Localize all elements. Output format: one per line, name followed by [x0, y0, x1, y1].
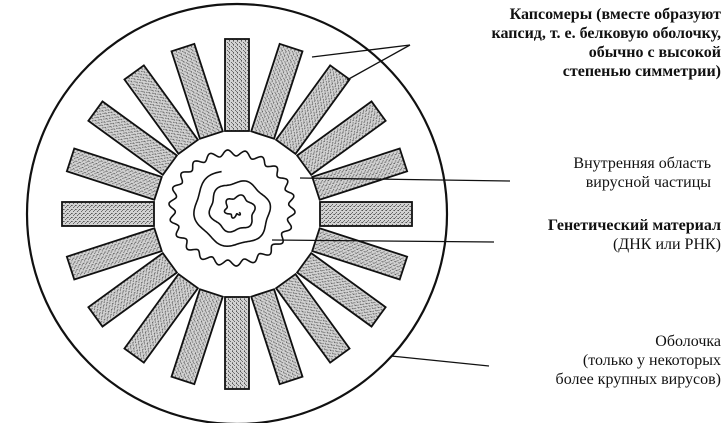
genetic-material-spiral: [193, 170, 272, 248]
capsomere: [319, 201, 413, 227]
envelope-label: Оболочка (только у некоторых более крупн…: [556, 332, 721, 389]
leader-lines: [271, 44, 511, 367]
capsomere: [224, 296, 250, 390]
capsomere: [250, 288, 304, 386]
envelope-circle: [25, 2, 449, 423]
leader-genetic: [271, 239, 495, 243]
capsomere: [61, 201, 155, 227]
capsomeres-label-line-1: Капсомеры (вместе образуют: [509, 6, 721, 23]
envelope-label-line-1: Оболочка: [655, 333, 721, 350]
capsomere: [87, 100, 179, 177]
capsomere: [295, 100, 387, 177]
leader-envelope: [390, 355, 490, 367]
capsomere: [123, 64, 200, 156]
genetic-label: Генетический материал (ДНК или РНК): [548, 216, 721, 254]
interior-boundary: [168, 149, 296, 267]
leader-capsomere-2: [346, 44, 411, 81]
leader-capsomere-1: [311, 44, 411, 58]
interior-label: Внутренняя область вирусной частицы: [573, 154, 711, 192]
capsomere: [170, 288, 224, 386]
capsomere: [224, 38, 250, 132]
envelope-label-line-2: (только у некоторых: [582, 352, 721, 369]
interior-label-line-1: Внутренняя область: [573, 155, 711, 172]
capsomere: [170, 42, 224, 140]
capsomere: [295, 251, 387, 328]
capsomeres-label-line-3: обычно с высокой: [588, 44, 721, 61]
capsomere: [274, 64, 351, 156]
capsomeres-label: Капсомеры (вместе образуют капсид, т. е.…: [491, 5, 721, 81]
capsomere: [123, 272, 200, 364]
leader-interior: [299, 177, 511, 182]
capsomere: [250, 42, 304, 140]
capsomere: [311, 147, 409, 201]
capsomere: [274, 272, 351, 364]
capsomere-ring: [61, 38, 413, 390]
genetic-label-line-1: Генетический материал: [547, 217, 721, 234]
interior-label-line-2: вирусной частицы: [585, 174, 711, 191]
capsomeres-label-line-4: степенью симметрии): [562, 63, 721, 80]
capsomere: [65, 147, 163, 201]
genetic-label-line-2: (ДНК или РНК): [612, 236, 721, 253]
capsomere: [65, 227, 163, 281]
capsomere: [87, 251, 179, 328]
envelope-label-line-3: более крупных вирусов): [555, 371, 721, 388]
capsomeres-label-line-2: капсид, т. е. белковую оболочку,: [491, 25, 721, 42]
